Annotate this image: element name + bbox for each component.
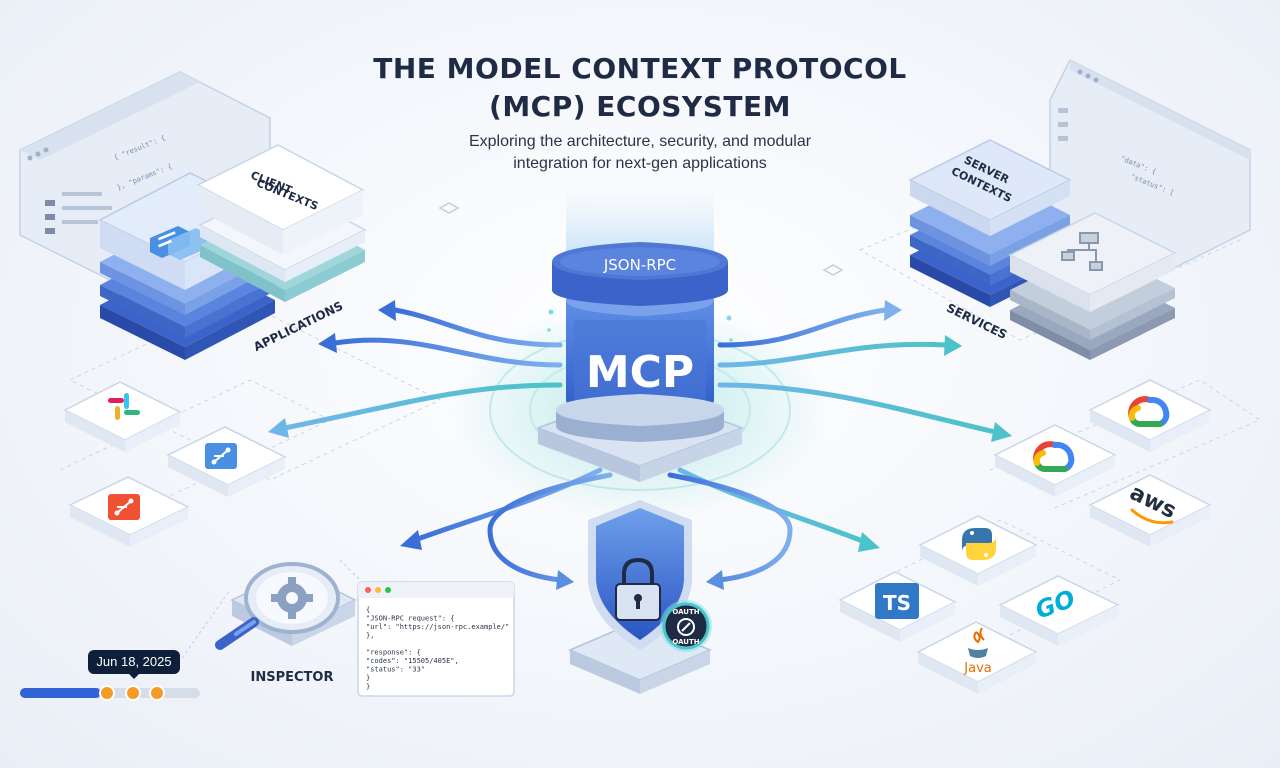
- go-tile: GO: [998, 575, 1120, 646]
- window-maximize-dot: [385, 587, 391, 593]
- google-cloud-icon: [1128, 396, 1170, 427]
- timeline-fill: [20, 688, 101, 698]
- padlock-icon: [615, 557, 661, 621]
- window-minimize-dot: [375, 587, 381, 593]
- code-lines: { "JSON-RPC request": { "url": "https://…: [366, 606, 509, 691]
- timeline-slider[interactable]: [20, 685, 200, 701]
- slack-icon: [108, 393, 140, 420]
- page-title-line2: (MCP) ECOSYSTEM: [489, 90, 791, 123]
- decorative-diamond: [822, 264, 844, 276]
- inspector-label: INSPECTOR: [251, 670, 334, 685]
- slack-tile: [63, 381, 182, 452]
- code-line: "url": "https://json-rpc.example/": [366, 623, 509, 631]
- python-icon: [962, 528, 996, 560]
- timeline-connector: [174, 589, 231, 669]
- code-line: }: [366, 674, 370, 682]
- page-title-line1: THE MODEL CONTEXT PROTOCOL: [373, 52, 907, 85]
- arrow-to-applications: [332, 337, 563, 368]
- google-cloud-tile-bottom: [993, 424, 1117, 497]
- git-tile-orange: [68, 476, 190, 547]
- arrow-to-security-left: [487, 472, 613, 583]
- page-subtitle-line1: Exploring the architecture, security, an…: [468, 133, 812, 150]
- inspector-connector: [339, 559, 361, 581]
- decorative-diamond: [438, 202, 460, 214]
- java-icon: [968, 627, 988, 658]
- code-line: {: [366, 606, 370, 614]
- arrow-to-security-right: [667, 472, 793, 583]
- client-contexts-stack: CLIENT CONTEXTS: [196, 144, 367, 302]
- code-line: },: [366, 632, 374, 640]
- timeline-marker[interactable]: [149, 685, 165, 701]
- code-line: "status": "33": [366, 666, 425, 674]
- code-line: }: [366, 683, 370, 691]
- page-subtitle-line2: integration for next-gen applications: [513, 155, 767, 172]
- arrow-heads: [268, 300, 1012, 590]
- ts-logo-text: TS: [883, 591, 911, 615]
- timeline-handle[interactable]: [99, 685, 115, 701]
- window-close-dot: [365, 587, 371, 593]
- magnifier-gear-icon: [215, 562, 340, 650]
- aws-tile: aws: [1088, 474, 1212, 547]
- arrow-to-cloud-tiles: [717, 382, 998, 435]
- oauth-badge-text-bottom: OAUTH: [672, 638, 699, 646]
- oauth-badge-icon: OAUTH OAUTH: [660, 600, 712, 652]
- services-label: SERVICES: [944, 301, 1009, 342]
- arrow-to-server-contexts: [717, 307, 888, 348]
- arrow-to-tools-left: [282, 382, 563, 431]
- code-line: "JSON-RPC request": {: [366, 615, 455, 623]
- mcp-core: JSON-RPC MCP: [535, 242, 745, 482]
- oauth-badge-text-top: OAUTH: [672, 608, 699, 616]
- security-module: OAUTH OAUTH: [568, 500, 712, 694]
- python-tile: [918, 515, 1038, 586]
- java-logo-text: Java: [963, 661, 991, 676]
- inspector-code-window: { "JSON-RPC request": { "url": "https://…: [357, 581, 515, 697]
- google-cloud-tile-top: [1088, 379, 1212, 452]
- services-stack: [1008, 212, 1177, 360]
- flowchart-icon: [1061, 232, 1103, 271]
- code-line: "response": {: [366, 649, 421, 657]
- timeline-date-tooltip: Jun 18, 2025: [88, 650, 180, 679]
- inspector-module: INSPECTOR: [215, 562, 357, 685]
- aws-smile-icon: [1130, 508, 1174, 525]
- arrow-to-client-contexts: [392, 307, 563, 348]
- typescript-icon: [875, 583, 919, 619]
- server-contexts-stack: SERVER CONTEXTS: [908, 139, 1072, 307]
- chat-icon: [150, 226, 208, 260]
- mcp-label: MCP: [586, 347, 694, 398]
- google-cloud-icon: [1033, 441, 1075, 472]
- json-rpc-label: JSON-RPC: [603, 256, 676, 274]
- typescript-tile: TS: [838, 571, 957, 642]
- page-title: THE MODEL CONTEXT PROTOCOL (MCP) ECOSYST…: [330, 50, 950, 126]
- code-line: "codes": "15505/405E",: [366, 657, 459, 665]
- arrow-to-services: [717, 341, 948, 368]
- flow-arrows: [282, 307, 998, 583]
- git-tile-blue: [166, 426, 287, 497]
- page-subtitle: Exploring the architecture, security, an…: [390, 131, 890, 175]
- java-tile: Java: [916, 621, 1038, 694]
- timeline-marker[interactable]: [125, 685, 141, 701]
